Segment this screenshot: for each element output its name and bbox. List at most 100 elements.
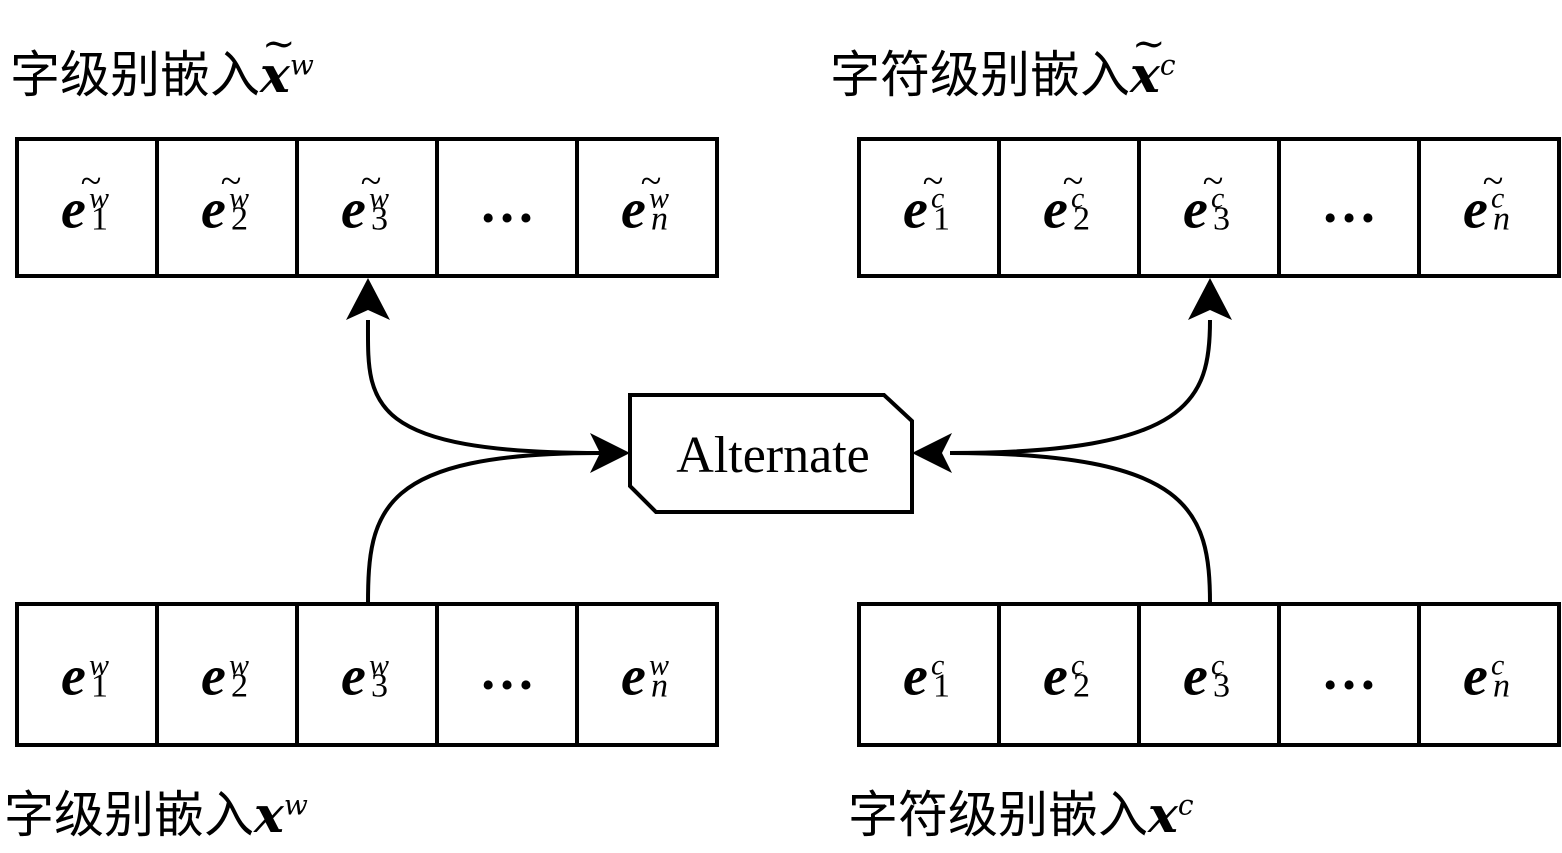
cell-subscript: 1 bbox=[933, 201, 950, 238]
connector-bottom-right-to-alternate bbox=[949, 451, 1212, 605]
embedding-cell: e~w1 bbox=[15, 137, 159, 278]
cell-box bbox=[1137, 602, 1281, 747]
label-symbol: x bbox=[254, 785, 284, 844]
label-text: 字符级别嵌入 bbox=[848, 786, 1148, 844]
cell-box bbox=[295, 602, 439, 747]
cell-subscript: 2 bbox=[231, 668, 248, 705]
cell-box bbox=[1277, 602, 1421, 747]
cell-symbol: e bbox=[201, 646, 226, 708]
cell-symbol: e bbox=[1463, 646, 1488, 708]
cell-box bbox=[1417, 602, 1561, 747]
cell-subscript: n bbox=[1493, 668, 1510, 705]
embedding-cell: e~c2 bbox=[997, 137, 1141, 278]
cell-subscript: 2 bbox=[1073, 201, 1090, 238]
embedding-cell: e~cn bbox=[1417, 137, 1561, 278]
cell-box bbox=[1417, 137, 1561, 278]
cell-box bbox=[15, 602, 159, 747]
embedding-cell: e~c1 bbox=[857, 137, 1001, 278]
cell-subscript: 1 bbox=[933, 668, 950, 705]
cell-subscript: 2 bbox=[1073, 668, 1090, 705]
cell-subscript: 3 bbox=[371, 201, 388, 238]
arrowhead-into-alternate-left bbox=[590, 433, 630, 473]
alternate-node: Alternate bbox=[628, 393, 914, 514]
arrowhead-top-right bbox=[1188, 278, 1232, 320]
tilde-mark: ~ bbox=[262, 21, 296, 67]
embedding-cell: e~c3 bbox=[1137, 137, 1281, 278]
connector-top-right-to-alternate bbox=[949, 319, 1212, 455]
label-top-char: 字符级别嵌入~xc bbox=[830, 24, 1176, 100]
cell-superscript: w bbox=[369, 649, 389, 682]
connector-top-left-to-alternate bbox=[365, 319, 601, 455]
cell-subscript: 3 bbox=[1213, 201, 1230, 238]
cell-subscript: 3 bbox=[371, 668, 388, 705]
embedding-cell: … bbox=[435, 602, 579, 747]
embedding-cell: e~w3 bbox=[295, 137, 439, 278]
cell-superscript: w bbox=[89, 182, 109, 215]
cell-box bbox=[997, 602, 1141, 747]
cell-subscript: n bbox=[651, 201, 668, 238]
label-superscript: c bbox=[1159, 48, 1176, 82]
cell-subscript: n bbox=[1493, 201, 1510, 238]
cell-subscript: 2 bbox=[231, 201, 248, 238]
cell-symbol: e bbox=[903, 646, 928, 708]
cell-subscript: 3 bbox=[1213, 668, 1230, 705]
label-superscript: w bbox=[283, 788, 308, 822]
cell-symbol: e bbox=[341, 646, 366, 708]
cell-subscript: 1 bbox=[91, 668, 108, 705]
cell-superscript: c bbox=[1491, 649, 1504, 682]
tilde-mark: ~ bbox=[641, 161, 662, 203]
cell-superscript: c bbox=[931, 649, 944, 682]
label-text: 字级别嵌入 bbox=[10, 46, 260, 104]
label-text: 字级别嵌入 bbox=[4, 786, 254, 844]
label-symbol: x bbox=[1148, 785, 1178, 844]
tilde-mark: ~ bbox=[81, 161, 102, 203]
embedding-cell: … bbox=[435, 137, 579, 278]
cell-superscript: c bbox=[931, 182, 944, 215]
cell-superscript: c bbox=[1211, 182, 1224, 215]
tilde-mark: ~ bbox=[1132, 21, 1166, 67]
cell-symbol: e bbox=[1183, 646, 1208, 708]
cell-symbol: e bbox=[1183, 179, 1208, 241]
cell-superscript: w bbox=[649, 182, 669, 215]
cell-symbol: e bbox=[1043, 179, 1068, 241]
cell-box bbox=[1137, 137, 1281, 278]
cell-superscript: c bbox=[1211, 649, 1224, 682]
tilde-mark: ~ bbox=[923, 161, 944, 203]
cell-box bbox=[857, 602, 1001, 747]
ellipsis-label: … bbox=[1321, 640, 1377, 702]
cell-superscript: w bbox=[649, 649, 669, 682]
label-top-word: 字级别嵌入~xw bbox=[10, 24, 314, 100]
cell-symbol: e bbox=[201, 179, 226, 241]
ellipsis-label: … bbox=[479, 640, 535, 702]
label-text: 字符级别嵌入 bbox=[830, 46, 1130, 104]
cell-box bbox=[575, 602, 719, 747]
label-bottom-char: 字符级别嵌入xc bbox=[848, 788, 1194, 841]
cell-symbol: e bbox=[61, 179, 86, 241]
cell-box bbox=[575, 137, 719, 278]
alternate-node-label: Alternate bbox=[676, 427, 869, 484]
cell-box bbox=[15, 137, 159, 278]
tilde-mark: ~ bbox=[1483, 161, 1504, 203]
cell-box bbox=[295, 137, 439, 278]
cell-symbol: e bbox=[621, 179, 646, 241]
cell-symbol: e bbox=[1043, 646, 1068, 708]
label-superscript: c bbox=[1177, 788, 1194, 822]
cell-superscript: w bbox=[369, 182, 389, 215]
cell-symbol: e bbox=[621, 646, 646, 708]
cell-symbol: e bbox=[903, 179, 928, 241]
embedding-cell: e~wn bbox=[575, 137, 719, 278]
cell-box bbox=[997, 137, 1141, 278]
cell-superscript: c bbox=[1071, 649, 1084, 682]
